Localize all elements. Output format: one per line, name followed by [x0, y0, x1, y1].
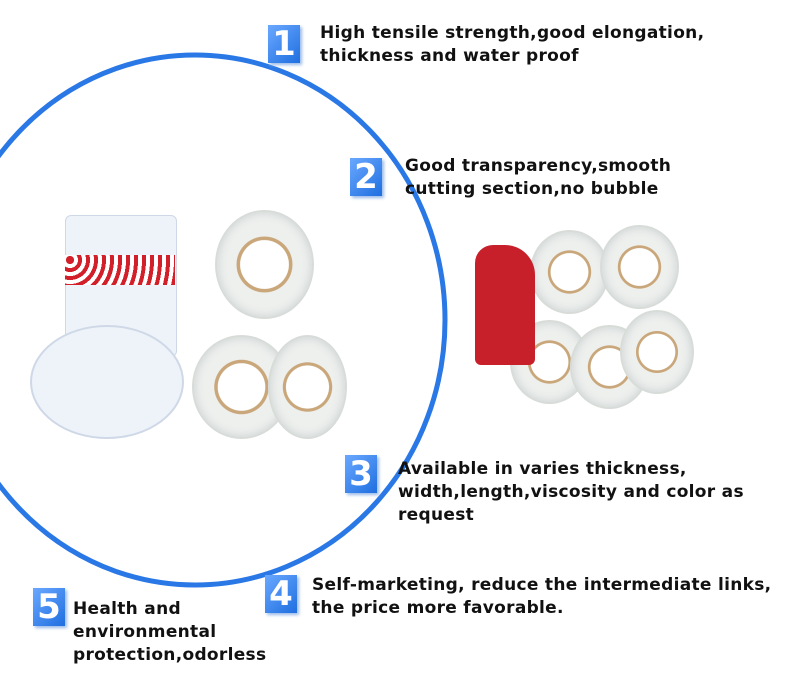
number-badge-1: 1 — [268, 25, 300, 63]
feature-text-5: Health and environmental protection,odor… — [73, 599, 267, 665]
clear-tape-roll-image — [215, 210, 314, 319]
number-badge-3: 3 — [345, 455, 377, 493]
number-badge-2: 2 — [350, 158, 382, 196]
feature-text-4: Self-marketing, reduce the intermediate … — [312, 575, 772, 618]
feature-text-3: Available in varies thickness, width,len… — [398, 459, 744, 525]
printed-tape-rolls-image — [30, 215, 190, 445]
tape-dispenser-pack-image — [475, 225, 695, 410]
clear-tape-roll-image — [268, 335, 347, 439]
number-badge-4: 4 — [265, 575, 297, 613]
feature-text-2: Good transparency,smooth cutting section… — [405, 156, 672, 199]
feature-text-1: High tensile strength,good elongation, t… — [320, 23, 705, 66]
number-badge-5: 5 — [33, 588, 65, 626]
